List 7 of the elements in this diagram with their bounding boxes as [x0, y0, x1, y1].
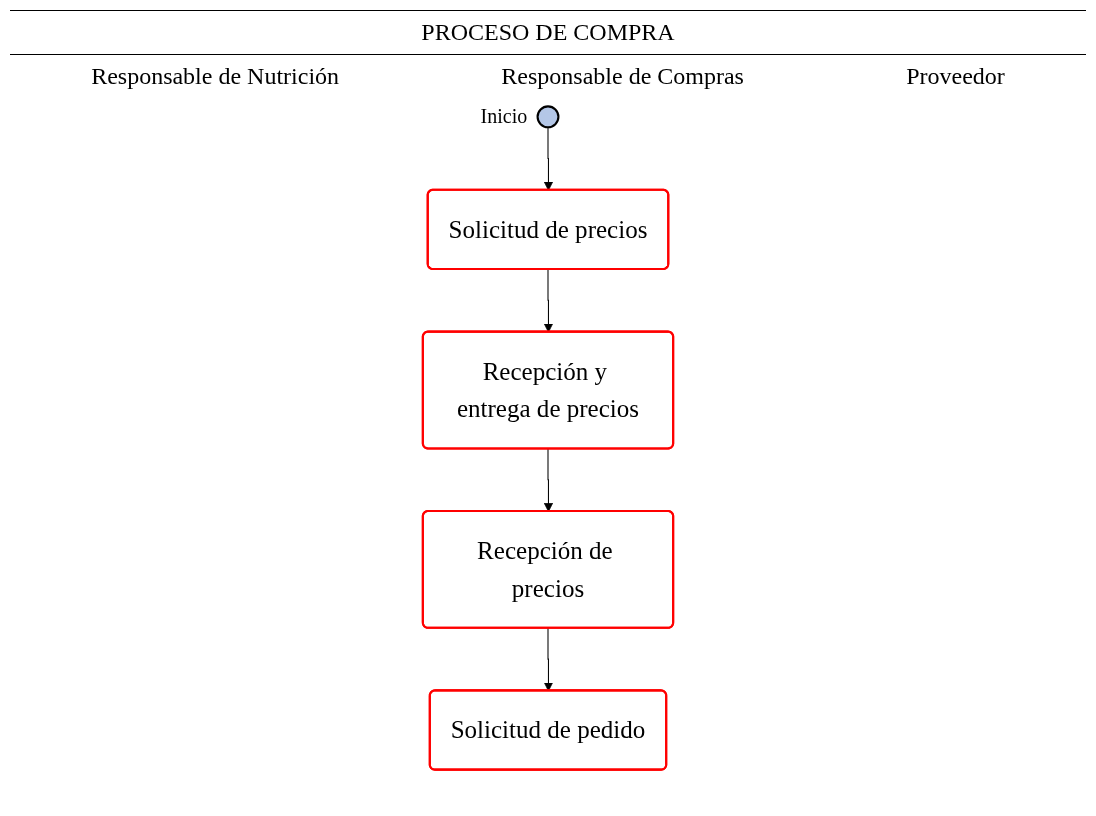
lane-header: Responsable de Compras	[501, 63, 744, 90]
start-label: Inicio	[480, 105, 528, 129]
diagram-title: PROCESO DE COMPRA	[10, 10, 1086, 55]
lane-header: Proveedor	[906, 63, 1005, 90]
arrow	[543, 448, 554, 512]
lane-header: Responsable de Nutrición	[91, 63, 340, 90]
node-circle	[536, 105, 560, 129]
